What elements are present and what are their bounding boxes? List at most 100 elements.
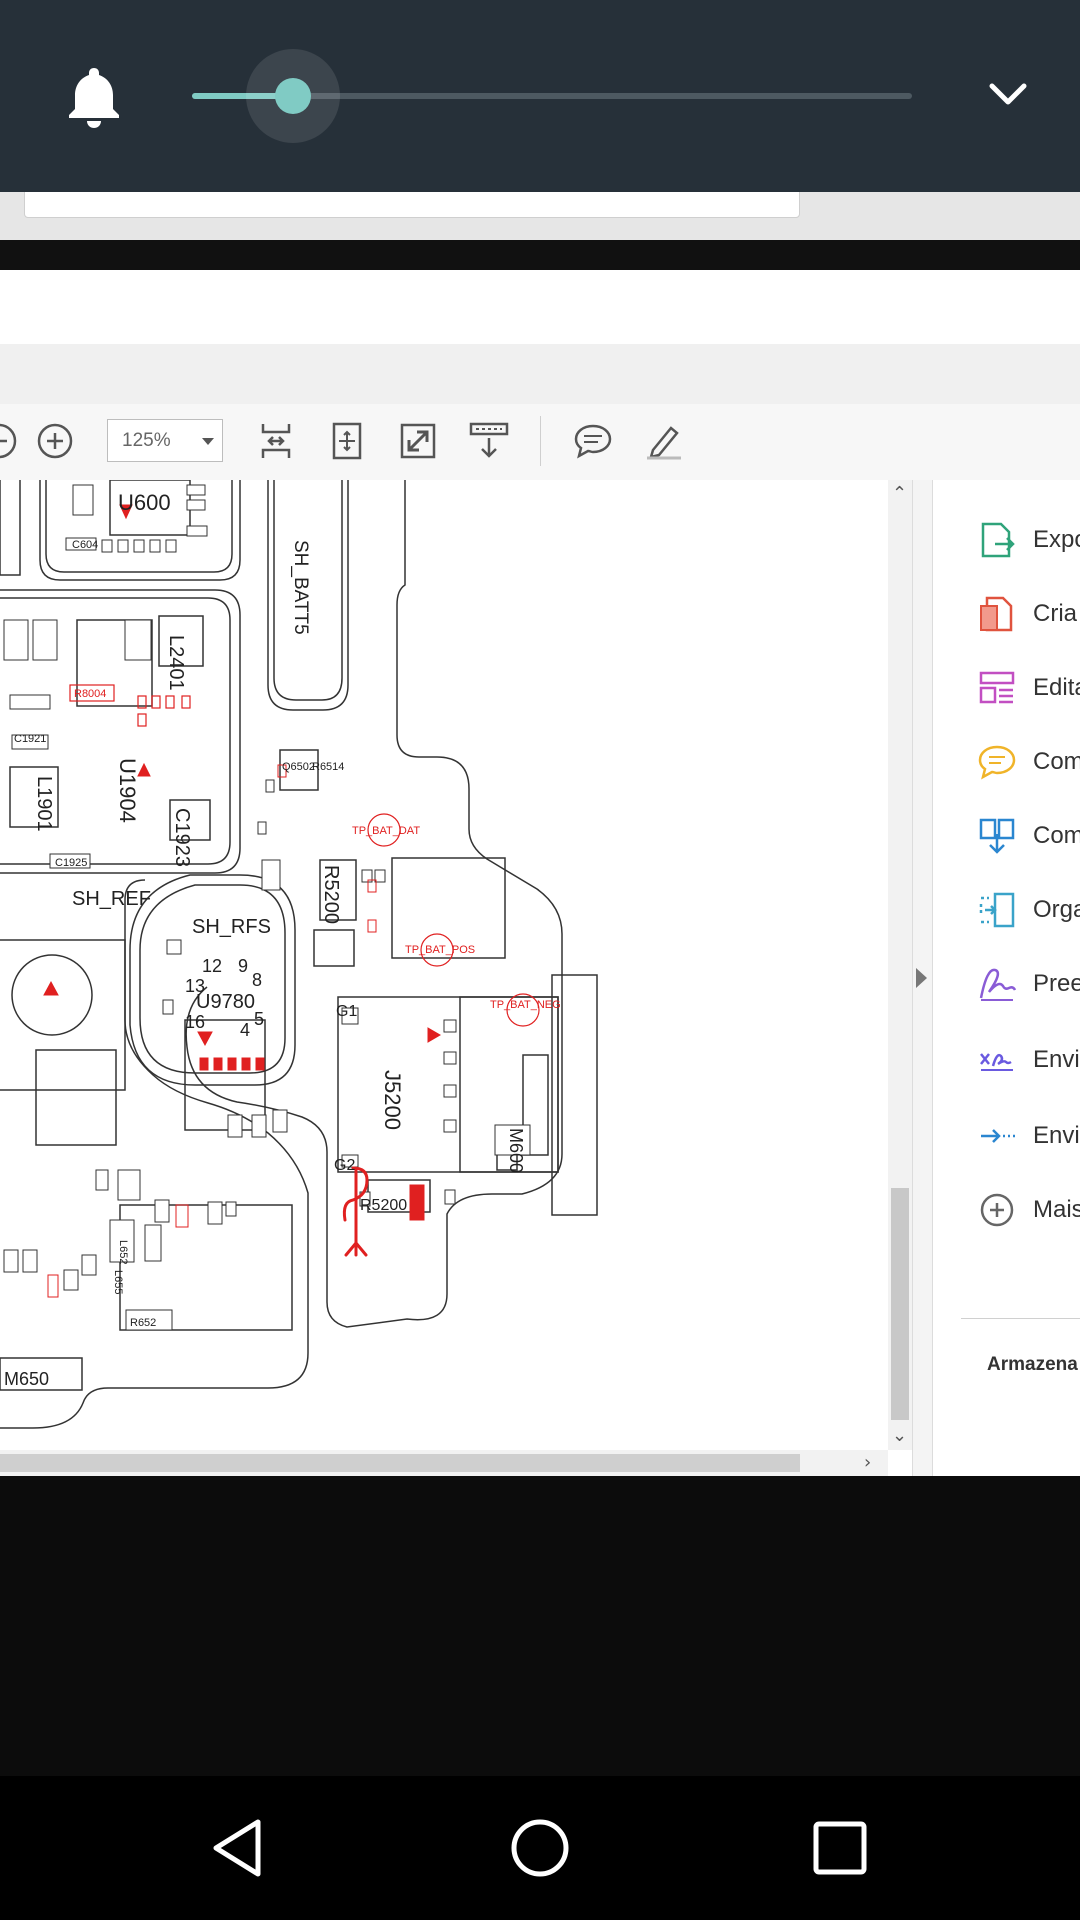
- send-and-track-icon: [981, 1129, 1015, 1143]
- svg-text:SH_BATT5: SH_BATT5: [290, 540, 311, 635]
- tool-label: Mais: [1033, 1196, 1080, 1223]
- tool-label: Envi: [1033, 1122, 1080, 1149]
- toolbar-separator: [540, 416, 541, 466]
- volume-panel: [0, 0, 1080, 192]
- tool-label: Orga: [1033, 896, 1080, 923]
- svg-text:L2401: L2401: [165, 635, 187, 691]
- svg-text:L655: L655: [112, 1270, 124, 1294]
- export-pdf-icon: [981, 522, 1015, 558]
- svg-text:G2: G2: [334, 1157, 355, 1174]
- tool-combine-files[interactable]: Com: [933, 806, 1080, 866]
- toolbar: 125%: [0, 404, 1080, 481]
- vertical-scrollbar[interactable]: ⌃ ⌄: [888, 480, 912, 1450]
- recents-icon[interactable]: [808, 1816, 872, 1880]
- svg-text:R652: R652: [130, 1317, 156, 1329]
- svg-text:TP_BAT_DAT: TP_BAT_DAT: [352, 825, 420, 837]
- svg-text:TP_BAT_POS: TP_BAT_POS: [405, 944, 475, 956]
- tool-send-and-track[interactable]: Envi: [933, 1106, 1080, 1166]
- tool-organize-pages[interactable]: Orga: [933, 880, 1080, 940]
- tool-fill-sign[interactable]: Pree: [933, 954, 1080, 1014]
- svg-text:8: 8: [252, 970, 262, 990]
- svg-text:SH_RFS: SH_RFS: [192, 916, 271, 938]
- svg-text:L652: L652: [117, 1240, 129, 1264]
- fullscreen-icon[interactable]: [397, 420, 439, 462]
- highlight-pen-icon[interactable]: [643, 420, 685, 462]
- storage-heading: Armazena: [987, 1354, 1078, 1375]
- zoom-value: 125%: [122, 430, 171, 451]
- vertical-scroll-thumb[interactable]: [891, 1188, 909, 1420]
- svg-text:C604: C604: [72, 539, 98, 551]
- tool-label: Com: [1033, 748, 1080, 775]
- zoom-in-icon[interactable]: [34, 420, 76, 462]
- svg-text:9: 9: [238, 956, 248, 976]
- scroll-up-icon[interactable]: ⌃: [892, 483, 908, 504]
- svg-text:R5200: R5200: [360, 1197, 407, 1214]
- svg-text:13: 13: [185, 976, 205, 996]
- notification-bell-icon[interactable]: [64, 64, 124, 128]
- svg-text:M650: M650: [4, 1369, 49, 1389]
- menu-band: [0, 344, 1080, 405]
- tool-label: Cria: [1033, 600, 1078, 627]
- document-view[interactable]: U600 SH_BATT5 C604 L2401 C1921 U1904 L19…: [0, 480, 912, 1476]
- fit-width-icon[interactable]: [326, 420, 368, 462]
- svg-text:16: 16: [185, 1012, 205, 1032]
- tool-create-pdf[interactable]: Cria: [933, 584, 1080, 644]
- divider-bar: [0, 240, 1080, 270]
- svg-text:R8004: R8004: [74, 688, 106, 700]
- combine-files-icon: [979, 818, 1015, 854]
- dropdown-arrow-icon: [202, 438, 214, 445]
- comment-icon: [978, 745, 1016, 780]
- horizontal-scrollbar[interactable]: ›: [0, 1450, 888, 1476]
- collapse-pane-arrow-icon[interactable]: [916, 968, 927, 988]
- comment-icon[interactable]: [572, 420, 614, 462]
- tool-edit-pdf[interactable]: Edita: [933, 658, 1080, 718]
- tool-send-for-signature[interactable]: Envi: [933, 1030, 1080, 1090]
- send-for-signature-icon: [980, 1053, 1013, 1071]
- volume-slider-thumb[interactable]: [274, 78, 311, 114]
- system-nav-bar: [0, 1776, 1080, 1920]
- svg-text:R5200: R5200: [320, 865, 342, 924]
- tool-more-tools[interactable]: Mais: [933, 1180, 1080, 1240]
- svg-text:C1925: C1925: [55, 857, 87, 869]
- svg-text:C1923: C1923: [171, 808, 193, 867]
- svg-text:C1921: C1921: [14, 733, 46, 745]
- tool-label: Edita: [1033, 674, 1080, 701]
- more-tools-plus-icon: [980, 1193, 1014, 1227]
- svg-text:SH_REF: SH_REF: [72, 888, 151, 910]
- tool-label: Com: [1033, 822, 1080, 849]
- read-mode-icon[interactable]: [468, 420, 510, 462]
- organize-pages-icon: [979, 892, 1015, 928]
- tool-label: Envi: [1033, 1046, 1080, 1073]
- tools-pane: Expo Cria Edita Com Com: [932, 480, 1080, 1476]
- chevron-down-icon[interactable]: [984, 78, 1032, 114]
- back-icon[interactable]: [208, 1816, 272, 1880]
- scroll-down-icon[interactable]: ⌄: [892, 1425, 908, 1446]
- svg-text:4: 4: [240, 1020, 250, 1040]
- zoom-out-icon[interactable]: [0, 420, 20, 462]
- svg-text:M600: M600: [506, 1128, 526, 1173]
- svg-text:5: 5: [254, 1009, 264, 1029]
- svg-text:G1: G1: [336, 1003, 357, 1020]
- scroll-right-icon[interactable]: ›: [864, 1452, 872, 1473]
- horizontal-scroll-thumb[interactable]: [0, 1454, 800, 1472]
- app-header-band: [0, 270, 1080, 345]
- svg-text:R6514: R6514: [312, 761, 344, 773]
- svg-text:L1901: L1901: [33, 776, 55, 832]
- tool-export-pdf[interactable]: Expo: [933, 510, 1080, 570]
- svg-text:TP_BAT_NEG: TP_BAT_NEG: [490, 999, 561, 1011]
- svg-text:U1904: U1904: [115, 758, 140, 823]
- create-pdf-icon: [980, 596, 1013, 632]
- edit-pdf-icon: [979, 671, 1015, 704]
- tools-separator: [961, 1318, 1080, 1319]
- tool-label: Expo: [1033, 526, 1080, 553]
- zoom-select[interactable]: 125%: [107, 419, 223, 462]
- svg-text:U9780: U9780: [196, 991, 255, 1013]
- home-icon[interactable]: [508, 1816, 572, 1880]
- fill-sign-icon: [979, 968, 1017, 1001]
- volume-slider[interactable]: [192, 49, 912, 143]
- svg-text:12: 12: [202, 956, 222, 976]
- volume-slider-fill: [192, 93, 293, 99]
- empty-background: [0, 1476, 1080, 1776]
- tool-comment[interactable]: Com: [933, 732, 1080, 792]
- fit-page-icon[interactable]: [255, 420, 297, 462]
